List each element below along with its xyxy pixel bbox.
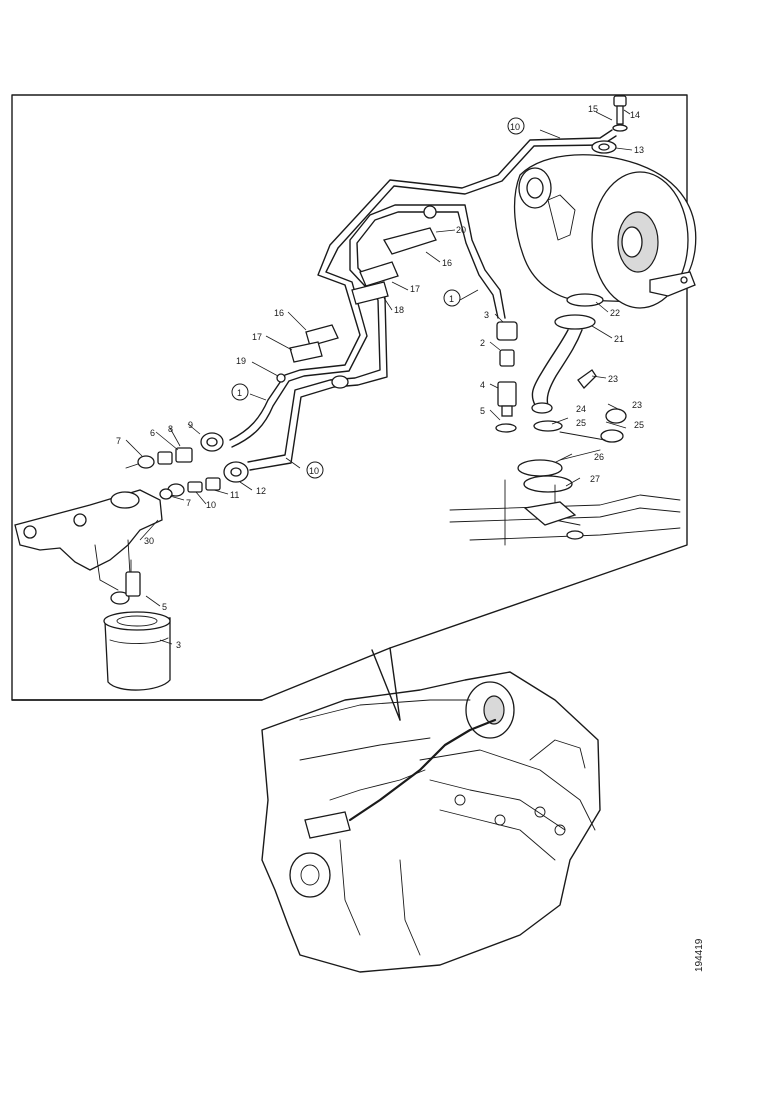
callout-17-upper: 17 [410, 284, 420, 294]
callout-15: 15 [588, 104, 598, 114]
callout-7-lower: 7 [186, 498, 191, 508]
callout-23-upper: 23 [608, 374, 618, 384]
callout-17-lower: 17 [252, 332, 262, 342]
callout-2-right: 2 [480, 338, 485, 348]
callout-21: 21 [614, 334, 624, 344]
callout-27: 27 [590, 474, 600, 484]
callout-13: 13 [634, 145, 644, 155]
engine-overview [261, 671, 601, 973]
callout-4-right: 4 [480, 380, 485, 390]
callout-5-left: 5 [162, 602, 167, 612]
callout-18-upper: 18 [394, 305, 404, 315]
callout-23-lower: 23 [632, 400, 642, 410]
callout-16-upper: 16 [442, 258, 452, 268]
pipe-clamps [276, 205, 437, 389]
callout-6: 6 [150, 428, 155, 438]
figure-reference: 194419 [694, 938, 705, 972]
callout-19: 19 [236, 356, 246, 366]
circled-callouts [231, 117, 525, 479]
detail-panel-frame [11, 94, 688, 721]
callout-30: 30 [144, 536, 154, 546]
fittings-chain-left [125, 432, 249, 500]
callout-24: 24 [576, 404, 586, 414]
engine-block-section [449, 479, 681, 546]
callout-10-top: 10 [510, 122, 520, 132]
callout-10-mid: 10 [309, 466, 319, 476]
callout-labels: 15 14 10 13 20 16 17 18 1 16 17 19 1 10 … [116, 104, 644, 650]
callout-22: 22 [610, 308, 620, 318]
callout-25-left: 25 [576, 418, 586, 428]
bolts-washers-right [517, 369, 627, 493]
adaptor-stack-right [495, 321, 518, 433]
filter-housing-bracket [14, 489, 163, 591]
callout-11: 11 [230, 490, 239, 500]
callout-7-upper: 7 [116, 436, 121, 446]
callout-9: 9 [188, 420, 193, 430]
oil-pipe-main [229, 129, 617, 471]
banjo-fitting-13 [591, 140, 617, 154]
callout-12: 12 [256, 486, 266, 496]
callout-20: 20 [456, 225, 466, 235]
callout-10-lower: 10 [206, 500, 216, 510]
oil-filter [103, 559, 171, 691]
return-pipe-flange [531, 293, 604, 414]
callout-26: 26 [594, 452, 604, 462]
callout-3-right: 3 [484, 310, 489, 320]
banjo-bolt-top [612, 95, 628, 132]
leader-lines [125, 109, 633, 645]
callout-14: 14 [630, 110, 640, 120]
callout-5-right: 5 [480, 406, 485, 416]
callout-1-right: 1 [449, 294, 454, 304]
callout-16-lower: 16 [274, 308, 284, 318]
turbocharger [513, 154, 697, 309]
callout-25-right: 25 [634, 420, 644, 430]
callout-8: 8 [168, 424, 173, 434]
callout-1-left: 1 [237, 388, 242, 398]
callout-3-left: 3 [176, 640, 181, 650]
